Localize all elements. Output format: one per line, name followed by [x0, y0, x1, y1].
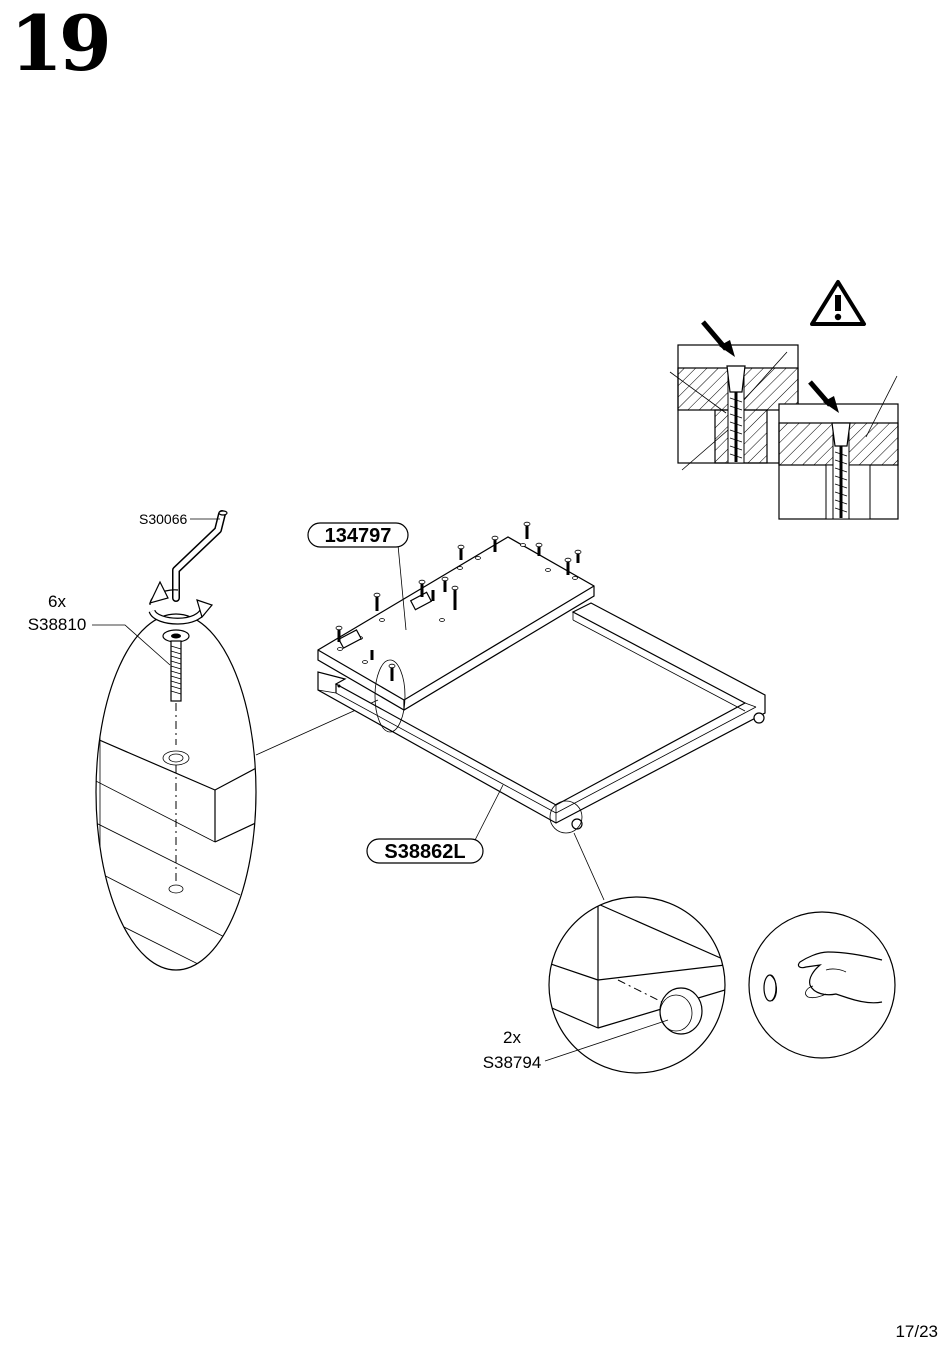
cap-label: S38794: [483, 1053, 542, 1072]
allen-key-label: S30066: [139, 511, 187, 527]
panel-label: 134797: [325, 525, 392, 547]
frame-label: S38862L: [384, 841, 465, 863]
cap-qty-label: 2x: [503, 1028, 521, 1047]
bolt-label: S38810: [28, 615, 87, 634]
page-number: 17/23: [895, 1322, 938, 1342]
warning-icon: [812, 282, 864, 324]
hand-detail-circle: [749, 912, 895, 1058]
cap-icon: [764, 975, 777, 1001]
bolt-qty-label: 6x: [48, 592, 66, 611]
cap-detail-circle: [545, 897, 725, 1073]
bolt-detail-ellipse: [90, 614, 262, 975]
